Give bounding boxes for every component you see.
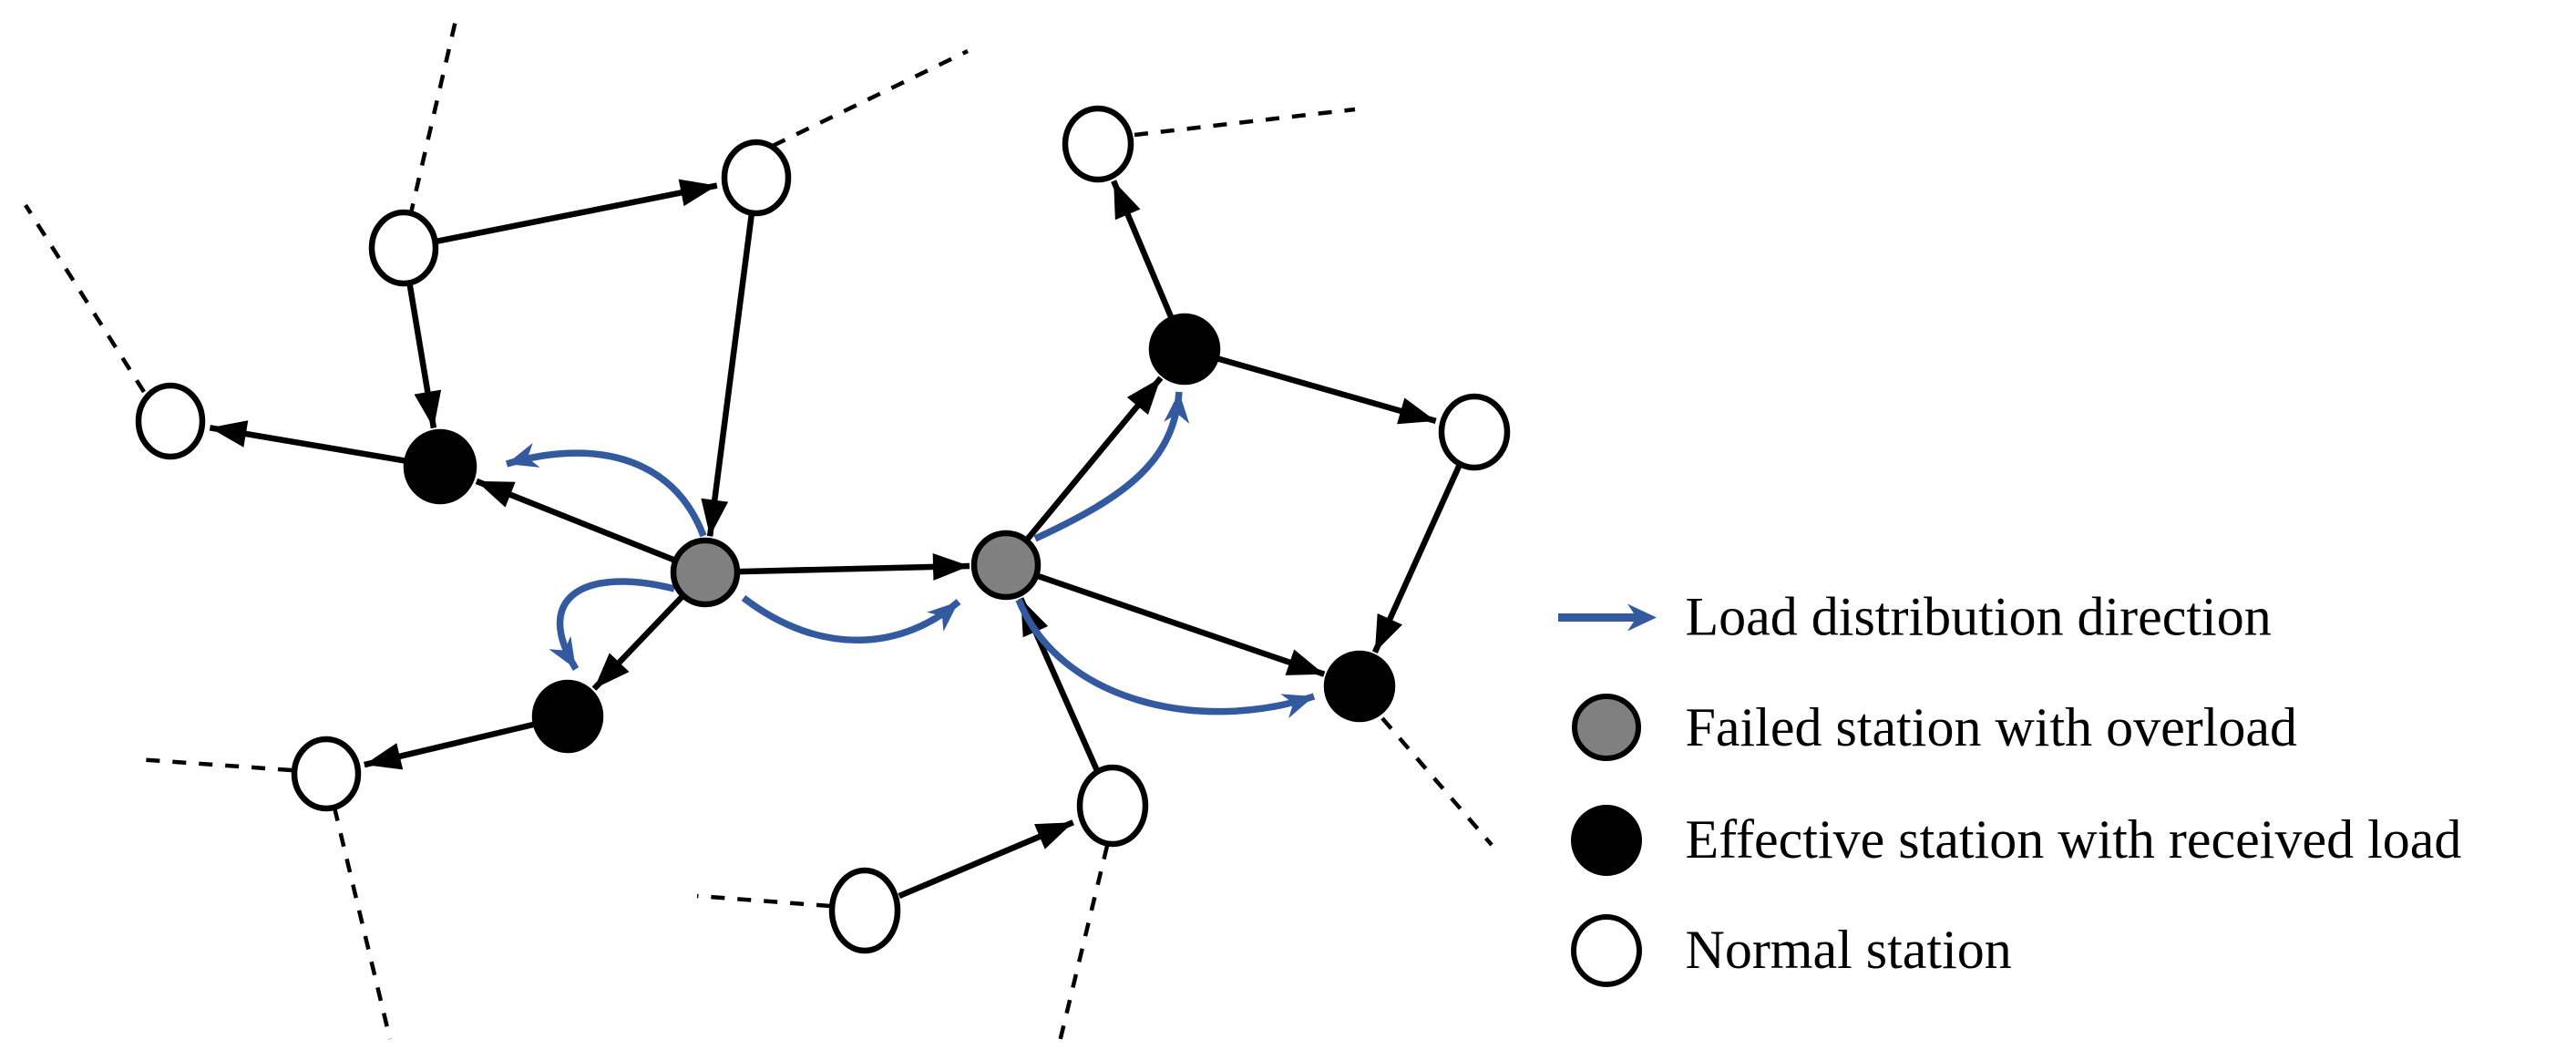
external-link-dashed-line xyxy=(1057,845,1110,1043)
transmission-edge-B1-W3 xyxy=(209,420,410,465)
transmission-edge-W1-W2 xyxy=(435,179,718,245)
transmission-edge-GB-B3 xyxy=(1021,376,1164,545)
load-distribution-arrow-GA-B2 xyxy=(549,578,675,671)
normal-station-node xyxy=(1062,105,1134,183)
external-link-dashed-line xyxy=(1134,107,1356,138)
effective-station-node xyxy=(531,679,604,754)
transmission-edge-B3-W6 xyxy=(1212,354,1437,425)
external-link-dashed-line xyxy=(1380,716,1493,847)
external-link-dashed-line xyxy=(407,12,460,218)
transmission-edge-B2-W4 xyxy=(364,720,539,770)
external-link-dashed-line xyxy=(696,893,831,909)
effective-station-node xyxy=(1323,650,1396,723)
normal-station-node xyxy=(291,736,362,812)
transmission-edge-W7-W8 xyxy=(898,819,1074,900)
external-link-dashed-line xyxy=(24,203,146,394)
transmission-edge-GA-GB xyxy=(734,552,970,581)
transmission-edge-GB-B4 xyxy=(1032,571,1326,677)
external-link-dashed-line xyxy=(136,757,292,773)
failed-station-node xyxy=(670,537,741,608)
load-distribution-arrow-GA-B1 xyxy=(505,443,707,538)
normal-station-node xyxy=(1438,393,1511,471)
external-link-dashed-line xyxy=(772,48,969,149)
normal-station-node xyxy=(135,382,206,460)
transmission-edge-GA-B2 xyxy=(591,591,688,691)
normal-station-node xyxy=(368,209,439,287)
failed-station-node xyxy=(970,530,1042,601)
transmission-edge-B3-W5 xyxy=(1111,180,1176,323)
load-distribution-arrow-GA-GB xyxy=(741,595,961,643)
transmission-edge-W6-B4 xyxy=(1371,460,1464,654)
effective-station-node xyxy=(1148,313,1221,386)
load-distribution-arrow-GB-B3 xyxy=(1033,391,1190,542)
normal-station-node xyxy=(1076,764,1149,848)
load-distribution-arrow-GB-B4 xyxy=(1015,598,1316,718)
external-link-dashed-line xyxy=(332,807,393,1040)
normal-station-node xyxy=(828,867,901,954)
normal-station-node xyxy=(721,139,792,217)
transmission-edge-GA-B1 xyxy=(475,478,680,565)
transmission-edge-W1-B1 xyxy=(405,279,442,429)
transmission-edge-W2-GA xyxy=(701,210,755,537)
effective-station-node xyxy=(403,428,477,505)
